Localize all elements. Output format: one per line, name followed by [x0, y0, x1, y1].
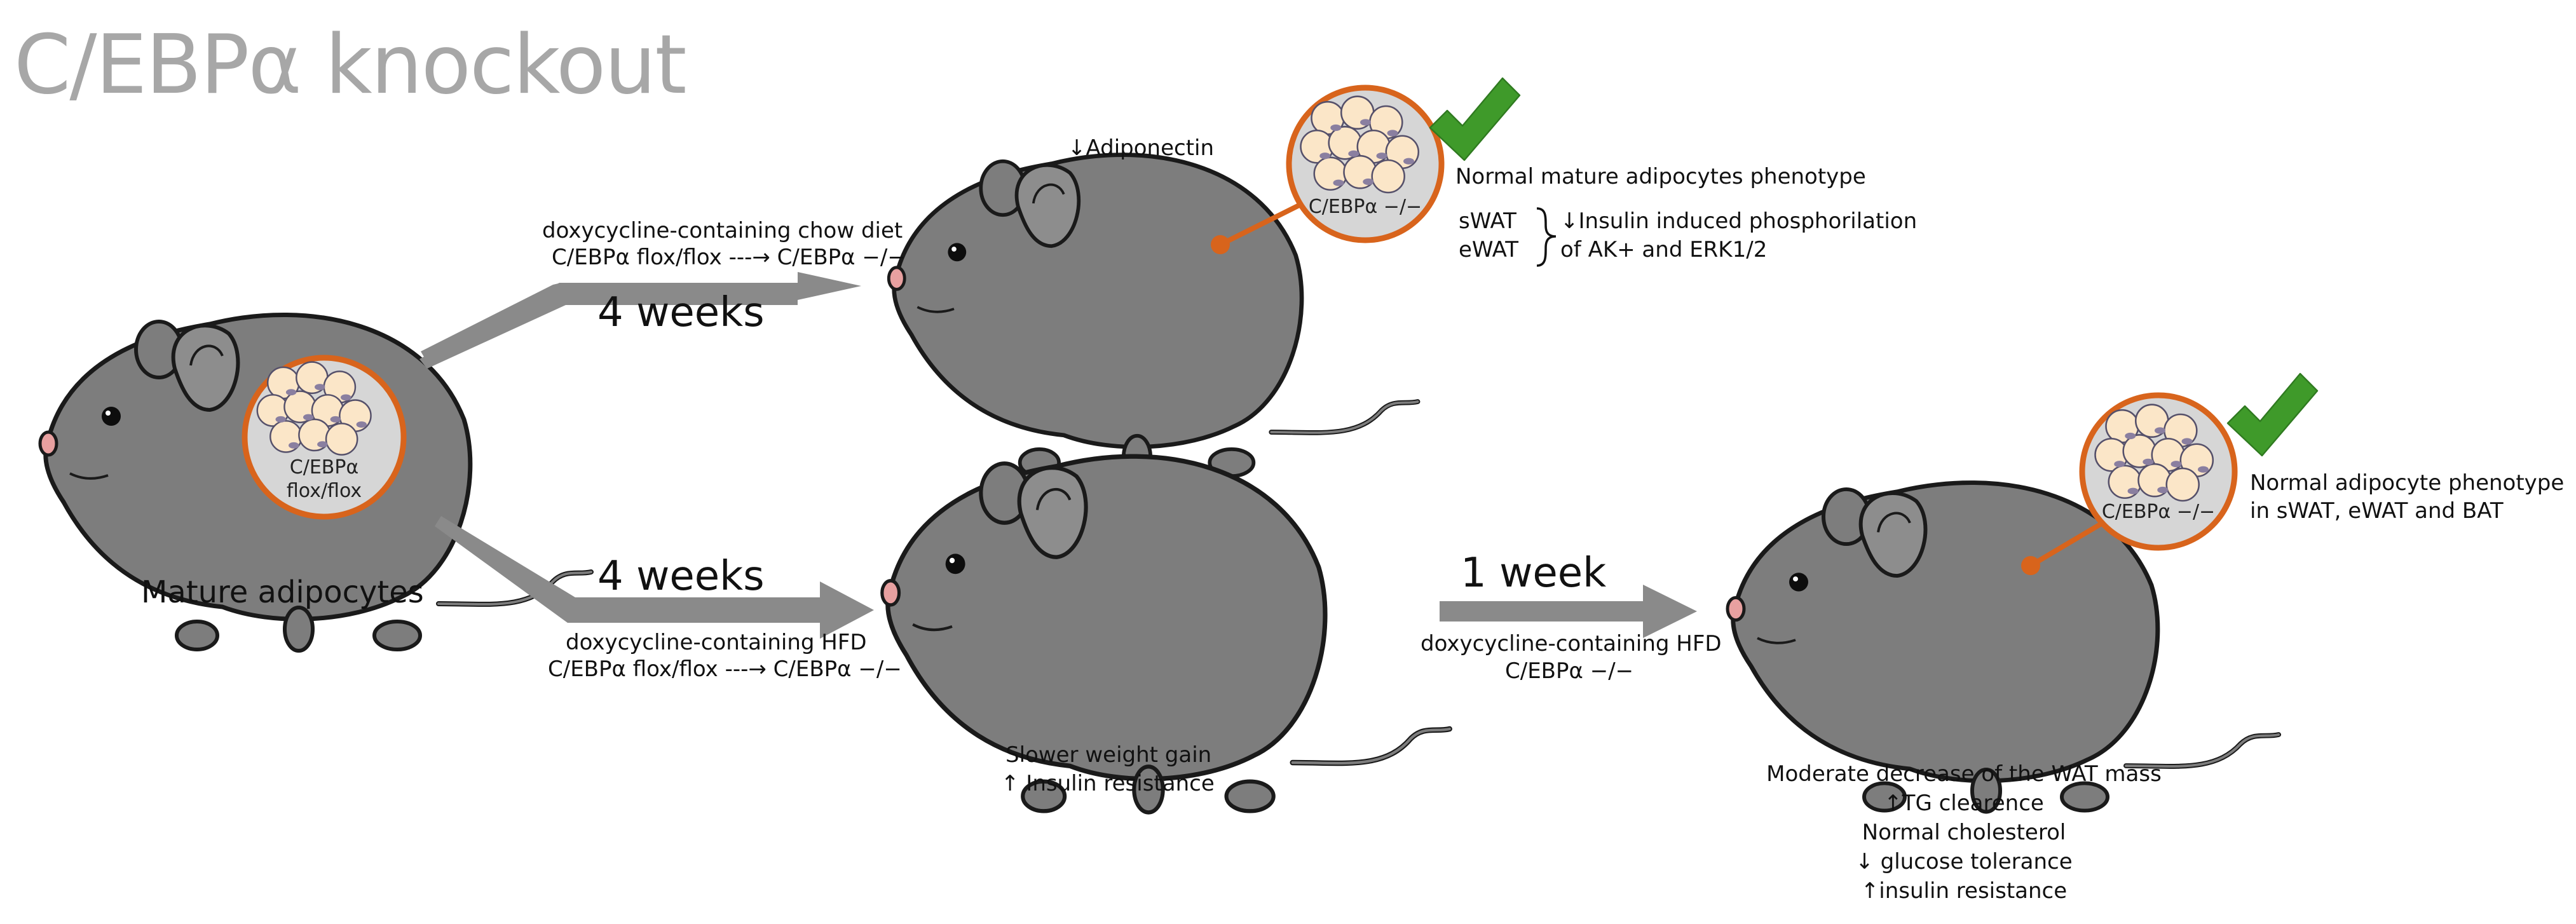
final-checkmark-icon [2226, 372, 2319, 457]
arrow-to-top-branch [419, 272, 861, 369]
page-title: C/EBPα knockout [14, 18, 687, 112]
final-outcomes-list: Moderate decrease of the WAT mass ↑TG cl… [1754, 759, 2174, 906]
final-outcome-item: ↑insulin resistance [1860, 878, 2068, 904]
arrow-to-bottom-branch [435, 516, 874, 639]
start-cell-label-line2: flox/flox [287, 480, 362, 502]
top-diet-line1: doxycycline-containing chow diet [542, 218, 903, 243]
final-adipocyte-circle: C/EBPα −/− [2079, 392, 2238, 551]
top-diet-line2: C/EBPα flox/flox ---→ C/EBPα −/− [552, 245, 906, 270]
bottom-diet1-line1: doxycycline-containing HFD [566, 630, 867, 655]
top-cell-label: C/EBPα −/− [1309, 196, 1422, 218]
middle-outcome-line1: Slower weight gain [1005, 742, 1212, 768]
top-checkmark-icon [1429, 77, 1521, 161]
bottom-duration-1: 4 weeks [597, 553, 765, 600]
bottom-duration-2: 1 week [1461, 550, 1607, 597]
final-phenotype-line2: in sWAT, eWAT and BAT [2250, 498, 2504, 524]
final-phenotype-line1: Normal adipocyte phenotype [2250, 470, 2565, 496]
start-adipocyte-circle: C/EBPα flox/flox [242, 355, 407, 520]
adiponectin-label: ↓Adiponectin [1068, 135, 1215, 161]
depot-brace [1536, 207, 1557, 267]
final-outcome-item: ↓ glucose tolerance [1855, 849, 2073, 874]
top-phenotype: Normal mature adipocytes phenotype [1455, 164, 1866, 189]
final-cell-label: C/EBPα −/− [2102, 501, 2215, 523]
bottom-diet2-line2: C/EBPα −/− [1505, 658, 1634, 684]
top-effect-line2: of AK+ and ERK1/2 [1560, 237, 1768, 262]
bottom-diet1-line2: C/EBPα flox/flox ---→ C/EBPα −/− [548, 656, 902, 682]
top-duration: 4 weeks [597, 289, 765, 336]
depot-swat: sWAT [1459, 208, 1516, 234]
depot-ewat: eWAT [1459, 237, 1519, 262]
arrow-one-week [1440, 585, 1697, 638]
bottom-diet2-line1: doxycycline-containing HFD [1421, 631, 1722, 656]
top-effect-line1: ↓Insulin induced phosphorilation [1560, 208, 1918, 234]
top-adipocyte-circle: C/EBPα −/− [1286, 85, 1445, 243]
middle-outcome-line2: ↑ Insulin resistance [1001, 771, 1215, 796]
final-outcome-item: ↑TG clearence [1884, 791, 2044, 816]
final-outcome-item: Normal cholesterol [1862, 820, 2066, 845]
final-outcome-item: Moderate decrease of the WAT mass [1766, 761, 2162, 787]
start-cell-label-line1: C/EBPα [290, 456, 358, 479]
start-caption: Mature adipocytes [141, 574, 424, 610]
